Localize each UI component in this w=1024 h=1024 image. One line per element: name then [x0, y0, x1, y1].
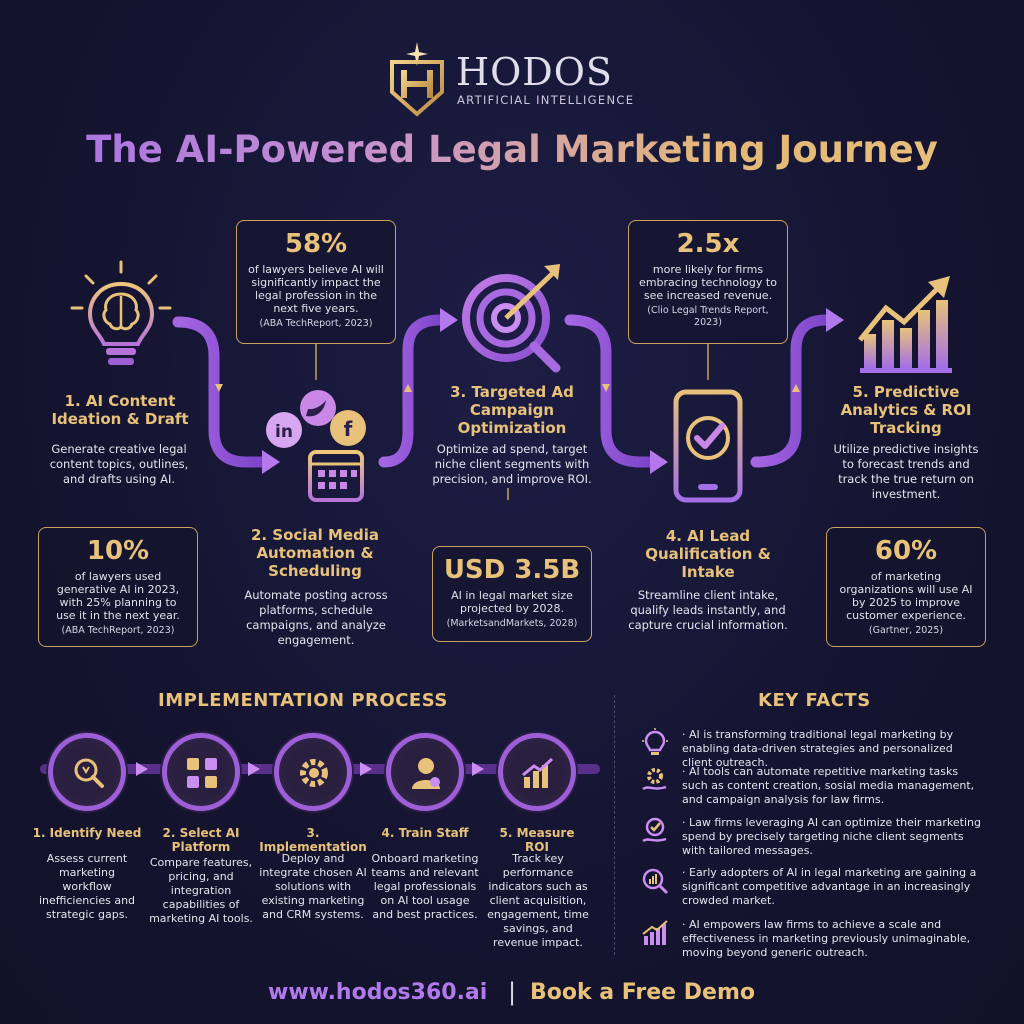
stat-text: of lawyers believe AI will significantly… — [248, 263, 384, 315]
target-hand-icon — [642, 817, 667, 843]
search-bulb-icon — [74, 758, 104, 788]
stat-box-10: 10% of lawyers used generative AI in 202… — [38, 527, 198, 647]
stat-text: AI in legal market size projected by 202… — [451, 589, 573, 615]
process-title-3: 3. Implementation — [259, 826, 367, 854]
stat-source: (ABA TechReport, 2023) — [259, 318, 373, 329]
process-step-2-badge — [162, 733, 240, 811]
brand-name: HODOS — [456, 50, 613, 94]
page-title: The AI-Powered Legal Marketing Journey — [0, 128, 1024, 171]
footer-separator: | — [508, 978, 517, 1006]
step-desc-1: Generate creative legal content topics, … — [49, 442, 189, 486]
growth-chart-icon — [642, 920, 668, 945]
step-desc-5: Utilize predictive insights to forecast … — [833, 442, 979, 501]
hodos-logo-icon — [390, 42, 444, 117]
gear-icon — [300, 759, 328, 787]
target-arrow-icon — [462, 264, 561, 373]
stat-box-usd-3-5b: USD 3.5B AI in legal market size project… — [432, 546, 592, 642]
fact-text: · Law firms leveraging AI can optimize t… — [682, 816, 981, 857]
lightbulb-icon — [642, 728, 668, 755]
process-desc-4: Onboard marketing teams and relevant leg… — [371, 852, 479, 921]
process-title-5: 5. Measure ROI — [499, 826, 575, 854]
fact-text: · AI empowers law firms to achieve a sca… — [682, 918, 971, 959]
step-title-1: 1. AI Content Ideation & Draft — [51, 392, 189, 428]
journey-flow-arrows — [172, 308, 844, 500]
footer-url-link[interactable]: www.hodos360.ai — [268, 980, 488, 1005]
stat-box-60: 60% of marketing organizations will use … — [826, 527, 986, 647]
step-title-3: 3. Targeted Ad Campaign Optimization — [450, 383, 574, 437]
step-title-5: 5. Predictive Analytics & ROI Tracking — [840, 383, 972, 437]
step-desc-2: Automate posting across platforms, sched… — [244, 588, 388, 647]
svg-text:f: f — [344, 417, 353, 441]
stat-box-2-5x: 2.5x more likely for firms embracing tec… — [628, 220, 788, 344]
key-facts-heading: KEY FACTS — [758, 690, 871, 711]
growth-chart-icon — [858, 276, 952, 373]
fact-text: · AI tools can automate repetitive marke… — [682, 765, 975, 806]
fact-text: · AI is transforming traditional legal m… — [682, 728, 954, 769]
fact-text: · Early adopters of AI in legal marketin… — [682, 866, 977, 907]
svg-text:in: in — [275, 422, 293, 442]
social-calendar-icon: in f — [266, 390, 366, 502]
process-desc-5: Track key performance indicators such as… — [487, 852, 589, 949]
search-chart-icon — [642, 868, 669, 895]
stat-text: of lawyers used generative AI in 2023, w… — [56, 570, 180, 622]
platform-grid-icon — [187, 758, 217, 788]
stat-text: of marketing organizations will use AI b… — [839, 570, 973, 622]
step-desc-3: Optimize ad spend, target niche client s… — [432, 442, 592, 486]
process-desc-2: Compare features, pricing, and integrati… — [149, 856, 253, 925]
gear-hand-icon — [642, 768, 667, 791]
stat-value: USD 3.5B — [443, 555, 581, 585]
bar-chart-icon — [522, 757, 554, 788]
process-step-5-badge — [498, 733, 576, 811]
process-step-4-badge — [386, 733, 464, 811]
stat-source: (ABA TechReport, 2023) — [61, 625, 175, 636]
process-title-2: 2. Select AI Platform — [162, 826, 240, 854]
step-title-4: 4. AI Lead Qualification & Intake — [645, 527, 771, 581]
implementation-heading: IMPLEMENTATION PROCESS — [158, 690, 448, 711]
step-desc-4: Streamline client intake, qualify leads … — [628, 588, 788, 632]
process-desc-1: Assess current marketing workflow ineffi… — [38, 852, 136, 921]
brand-tagline: ARTIFICIAL INTELLIGENCE — [457, 93, 635, 107]
process-step-3-badge — [274, 733, 352, 811]
stat-text: more likely for firms embracing technolo… — [639, 263, 777, 302]
stat-source: (Clio Legal Trends Report, 2023) — [647, 305, 769, 328]
stat-source: (Gartner, 2025) — [868, 625, 944, 636]
process-desc-3: Deploy and integrate chosen AI solutions… — [259, 852, 367, 921]
step-title-2: 2. Social Media Automation & Scheduling — [250, 526, 380, 580]
lightbulb-brain-icon — [70, 260, 172, 365]
stat-value: 2.5x — [676, 229, 740, 259]
user-icon — [412, 758, 440, 789]
stat-source: (MarketsandMarkets, 2028) — [446, 618, 578, 629]
process-title-4: 4. Train Staff — [381, 826, 469, 840]
stat-value: 60% — [874, 536, 938, 566]
stat-box-58: 58% of lawyers believe AI will significa… — [236, 220, 396, 344]
process-step-1-badge — [48, 733, 126, 811]
stat-value: 10% — [86, 536, 150, 566]
phone-check-icon — [673, 389, 743, 503]
stat-value: 58% — [284, 229, 348, 259]
section-divider — [614, 695, 615, 955]
book-demo-link[interactable]: Book a Free Demo — [530, 980, 755, 1005]
process-title-1: 1. Identify Need — [32, 826, 142, 840]
